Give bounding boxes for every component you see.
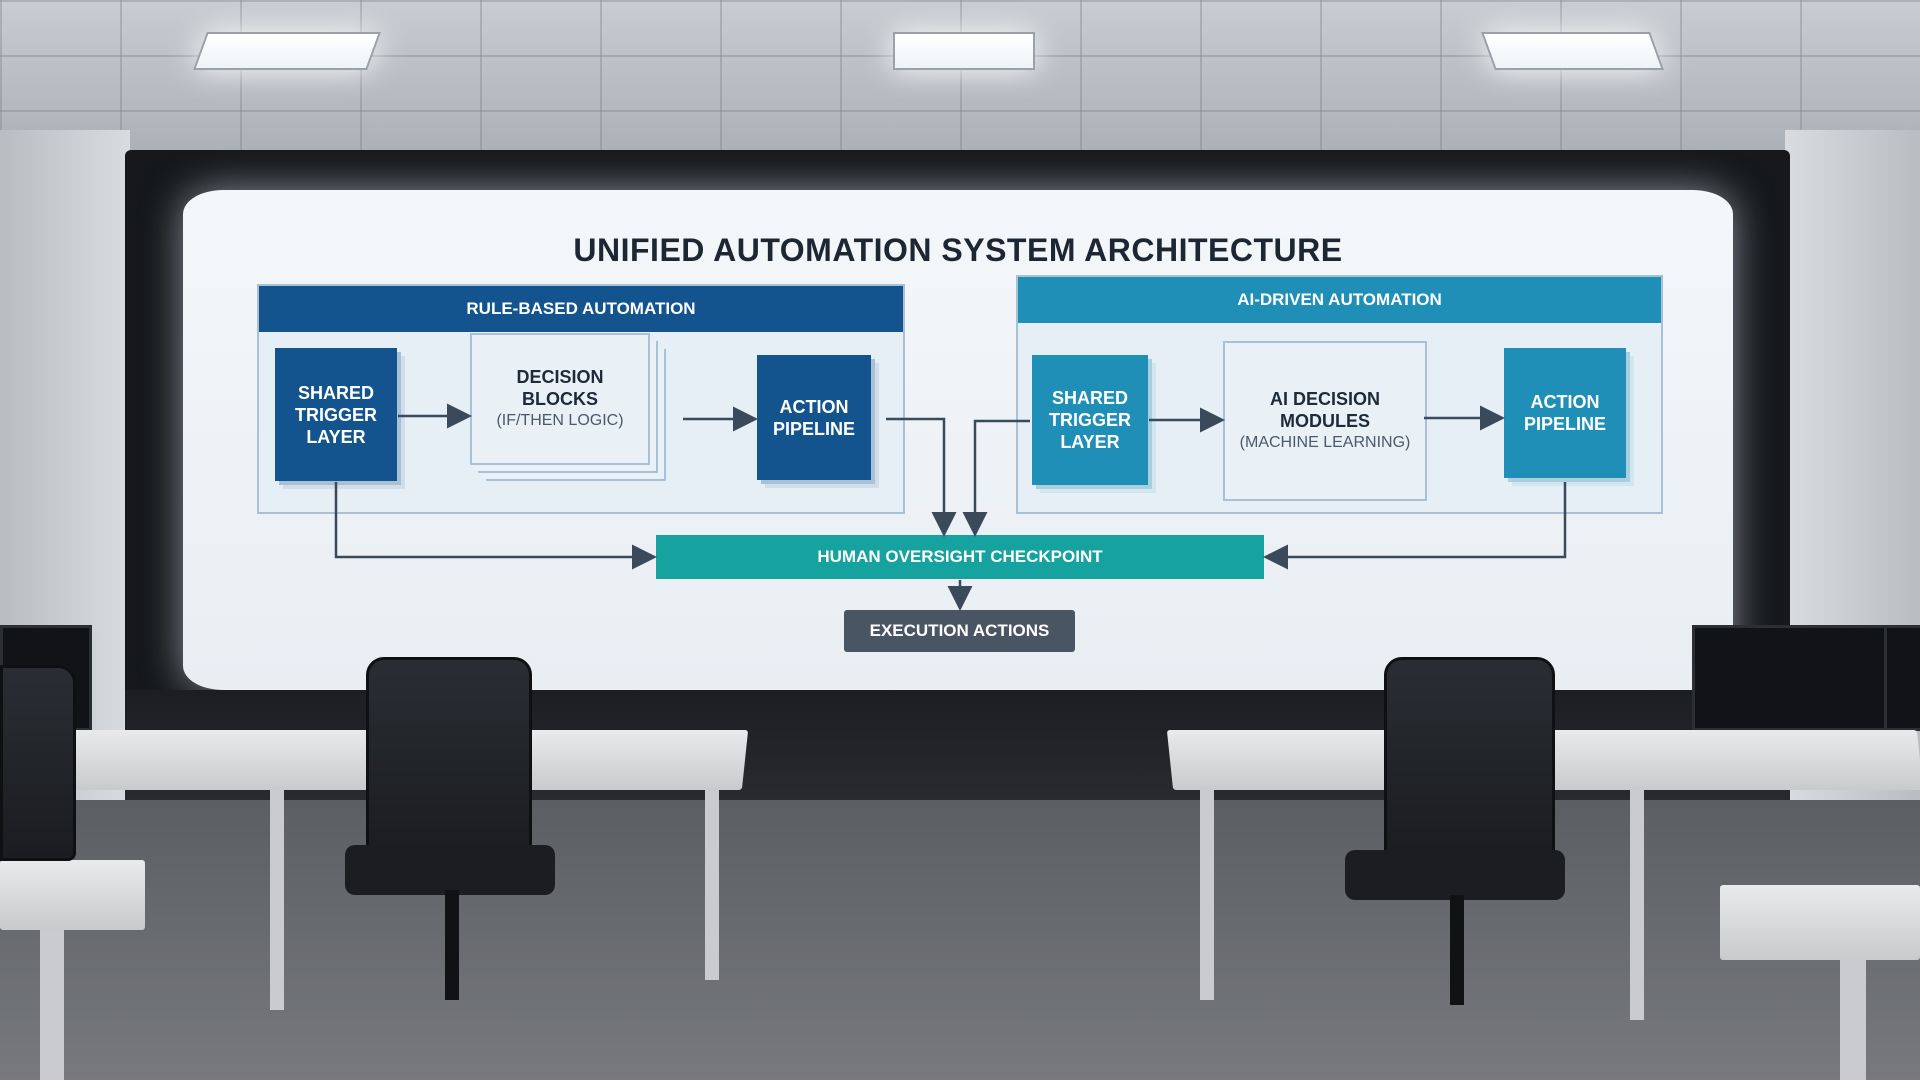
decision-blocks-title: DECISION BLOCKS xyxy=(516,367,604,409)
rule-based-panel-header: RULE-BASED AUTOMATION xyxy=(259,286,903,332)
right-desk-leg xyxy=(1200,790,1214,1000)
ceiling-grid xyxy=(0,0,1920,165)
left-chair-back xyxy=(366,657,532,863)
far-left-chair-back xyxy=(0,665,76,861)
right-chair-post xyxy=(1450,895,1464,1005)
execution-actions: EXECUTION ACTIONS xyxy=(844,610,1075,652)
diagram-title: UNIFIED AUTOMATION SYSTEM ARCHITECTURE xyxy=(573,232,1343,268)
right-monitor xyxy=(1692,625,1888,731)
carpet-floor xyxy=(0,800,1920,1080)
left-desk-leg xyxy=(705,790,719,980)
left-chair-seat xyxy=(345,845,555,895)
ceiling-light xyxy=(193,32,381,70)
right-chair-seat xyxy=(1345,850,1565,900)
decision-blocks-subtitle: (IF/THEN LOGIC) xyxy=(496,412,624,429)
ai-trigger-node: SHARED TRIGGER LAYER xyxy=(1032,355,1148,485)
ceiling-light xyxy=(893,32,1035,70)
right-front-desk-leg xyxy=(1840,960,1866,1080)
ai-driven-panel-header: AI-DRIVEN AUTOMATION xyxy=(1018,277,1661,323)
left-front-desk xyxy=(0,860,145,930)
ai-decision-modules-subtitle: (MACHINE LEARNING) xyxy=(1239,434,1411,451)
right-front-desk xyxy=(1720,885,1920,960)
ai-action-pipeline-node: ACTION PIPELINE xyxy=(1504,348,1626,478)
rule-action-pipeline-node: ACTION PIPELINE xyxy=(757,355,871,480)
rule-trigger-node: SHARED TRIGGER LAYER xyxy=(275,348,397,481)
human-oversight-checkpoint: HUMAN OVERSIGHT CHECKPOINT xyxy=(656,535,1264,579)
left-chair-post xyxy=(445,890,459,1000)
far-right-monitor xyxy=(1884,625,1920,731)
ai-decision-modules-node: AI DECISION MODULES (MACHINE LEARNING) xyxy=(1223,341,1427,501)
decision-blocks-node: DECISION BLOCKS (IF/THEN LOGIC) xyxy=(470,333,650,465)
right-desk-leg xyxy=(1630,790,1644,1020)
ceiling-light xyxy=(1481,32,1664,70)
right-chair-back xyxy=(1384,657,1555,863)
ceiling xyxy=(0,0,1920,165)
ai-decision-modules-title: AI DECISION MODULES xyxy=(1269,389,1380,431)
left-desk-leg xyxy=(270,790,284,1010)
left-front-desk-leg xyxy=(40,930,64,1080)
